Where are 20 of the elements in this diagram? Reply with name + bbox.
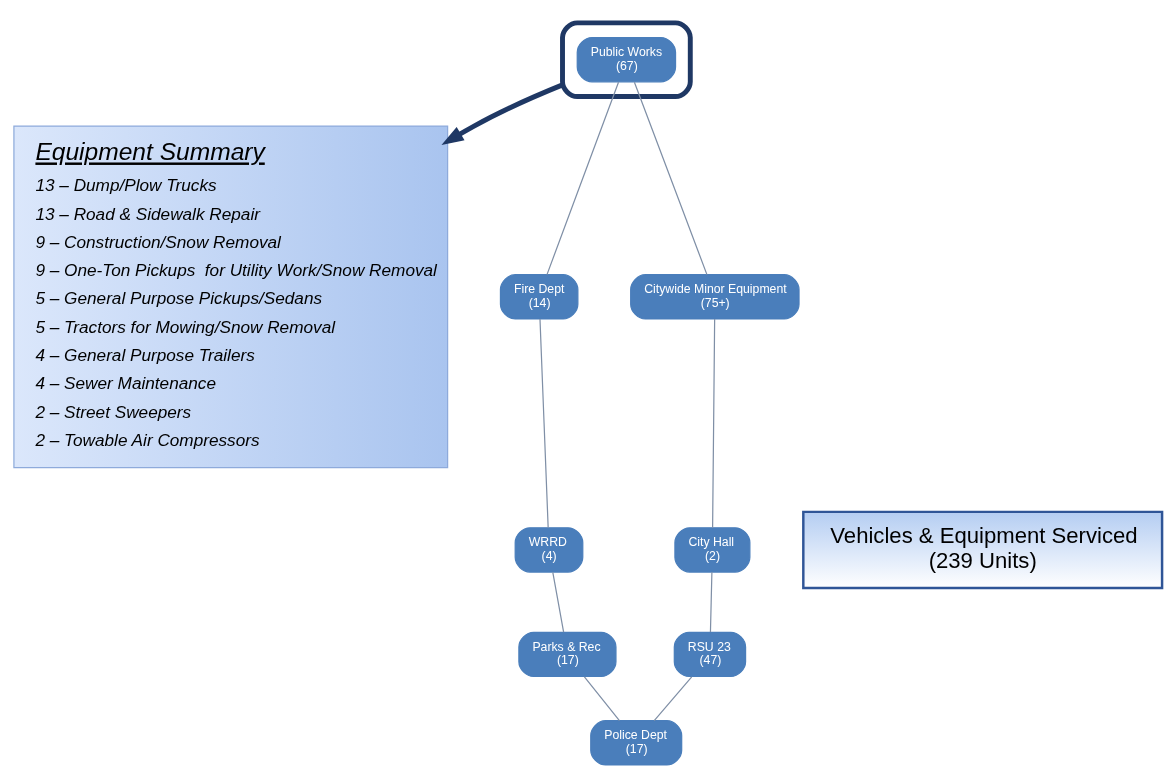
connector [633,81,708,276]
node-box: WRRD (4) [514,527,583,573]
node-box: Fire Dept (14) [499,274,578,320]
node-box: Parks & Rec (17) [517,631,617,678]
arrow [441,82,563,145]
connector [551,571,564,633]
node-box: City Hall (2) [673,527,750,573]
connector [538,318,549,529]
node-box: Equipment Summary 13 – Dump/Plow Trucks 13 – Road & Sidewalk Repair 9 – Construction/Snow Removal 9 – One-Ton Pickups for Utility Work/Snow Removal 5 – General Purpose Pickups/Sedans 5 – Tractors for Mowing/Snow Removal 4 – General Purpose Trailers 4 – Sewer Maintenance 2 – Street Sweepers 2 – Towable Air Compressors [12,125,448,469]
cluster [559,20,693,100]
connector [711,318,715,529]
node-box: RSU 23 (47) [673,631,746,678]
connector [583,676,620,722]
connector [545,81,619,276]
node-box: Citywide Minor Equipment (75+) [629,274,800,320]
connector [653,676,692,722]
connector [709,571,712,633]
node-box: Public Works (67) [576,37,676,83]
node-box: Vehicles & Equipment Serviced (239 Units) [801,510,1163,590]
node-box: Police Dept (17) [589,720,682,766]
